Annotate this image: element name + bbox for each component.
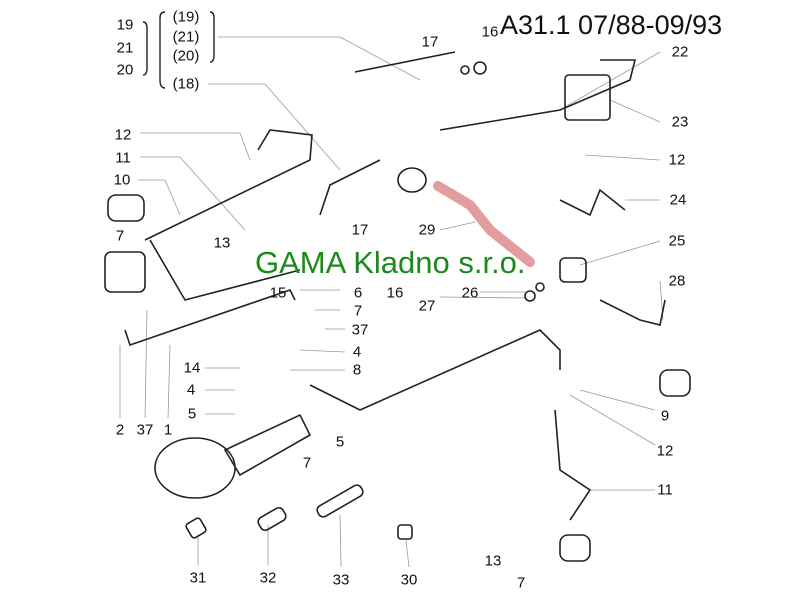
callout: 12 [114,126,132,144]
callout: 2 [115,421,125,439]
callout: 12 [668,151,686,169]
watermark: GAMA Kladno s.r.o. [255,245,526,280]
callout: 7 [353,302,363,320]
components [104,61,691,562]
callout: 7 [302,454,312,472]
pipes [124,51,666,521]
callout: 16 [481,23,499,41]
callout: 13 [484,552,502,570]
callout: 25 [668,232,686,250]
callout: 10 [113,171,131,189]
callout: 11 [115,149,131,167]
callout: 14 [183,359,201,377]
highlighted-pipe-29 [433,181,535,267]
callout: 15 [269,284,287,302]
callout: 32 [259,569,277,587]
legend-left-21: 21 [116,39,134,57]
leader-lines [119,36,664,568]
callout: 13 [213,234,231,252]
callout: 28 [668,272,686,290]
callout: 5 [335,433,345,451]
callout: 4 [352,343,362,361]
legend-right-18: (18) [172,75,200,93]
callout: 6 [353,284,363,302]
callout: 8 [352,361,362,379]
callout: 27 [418,297,436,315]
legend-left-20: 20 [116,61,134,79]
legend-right-21: (21) [172,28,200,46]
callout: 23 [671,113,689,131]
legend-left-19: 19 [116,16,134,34]
callout: 37 [351,321,369,339]
callout: 37 [136,421,154,439]
callout: 24 [669,191,687,209]
callout: 7 [516,574,526,592]
callout: 9 [660,407,670,425]
callout: 16 [386,284,404,302]
callout: 33 [332,571,350,589]
callout: 30 [400,571,418,589]
legend-right-19: (19) [172,8,200,26]
callout: 31 [189,569,207,587]
callout: 22 [671,43,689,61]
callout: 26 [461,284,479,302]
callout: 17 [421,33,439,51]
callout: 7 [115,227,125,245]
callout: 11 [657,481,673,499]
legend-brackets [142,11,215,89]
legend-right-20: (20) [172,47,200,65]
callout: 1 [163,421,173,439]
callout: 12 [656,442,674,460]
callout: 17 [351,221,369,239]
callout: 29 [418,221,436,239]
callout: 5 [187,405,197,423]
callout: 4 [186,381,196,399]
diagram-title: A31.1 07/88-09/93 [500,10,723,40]
